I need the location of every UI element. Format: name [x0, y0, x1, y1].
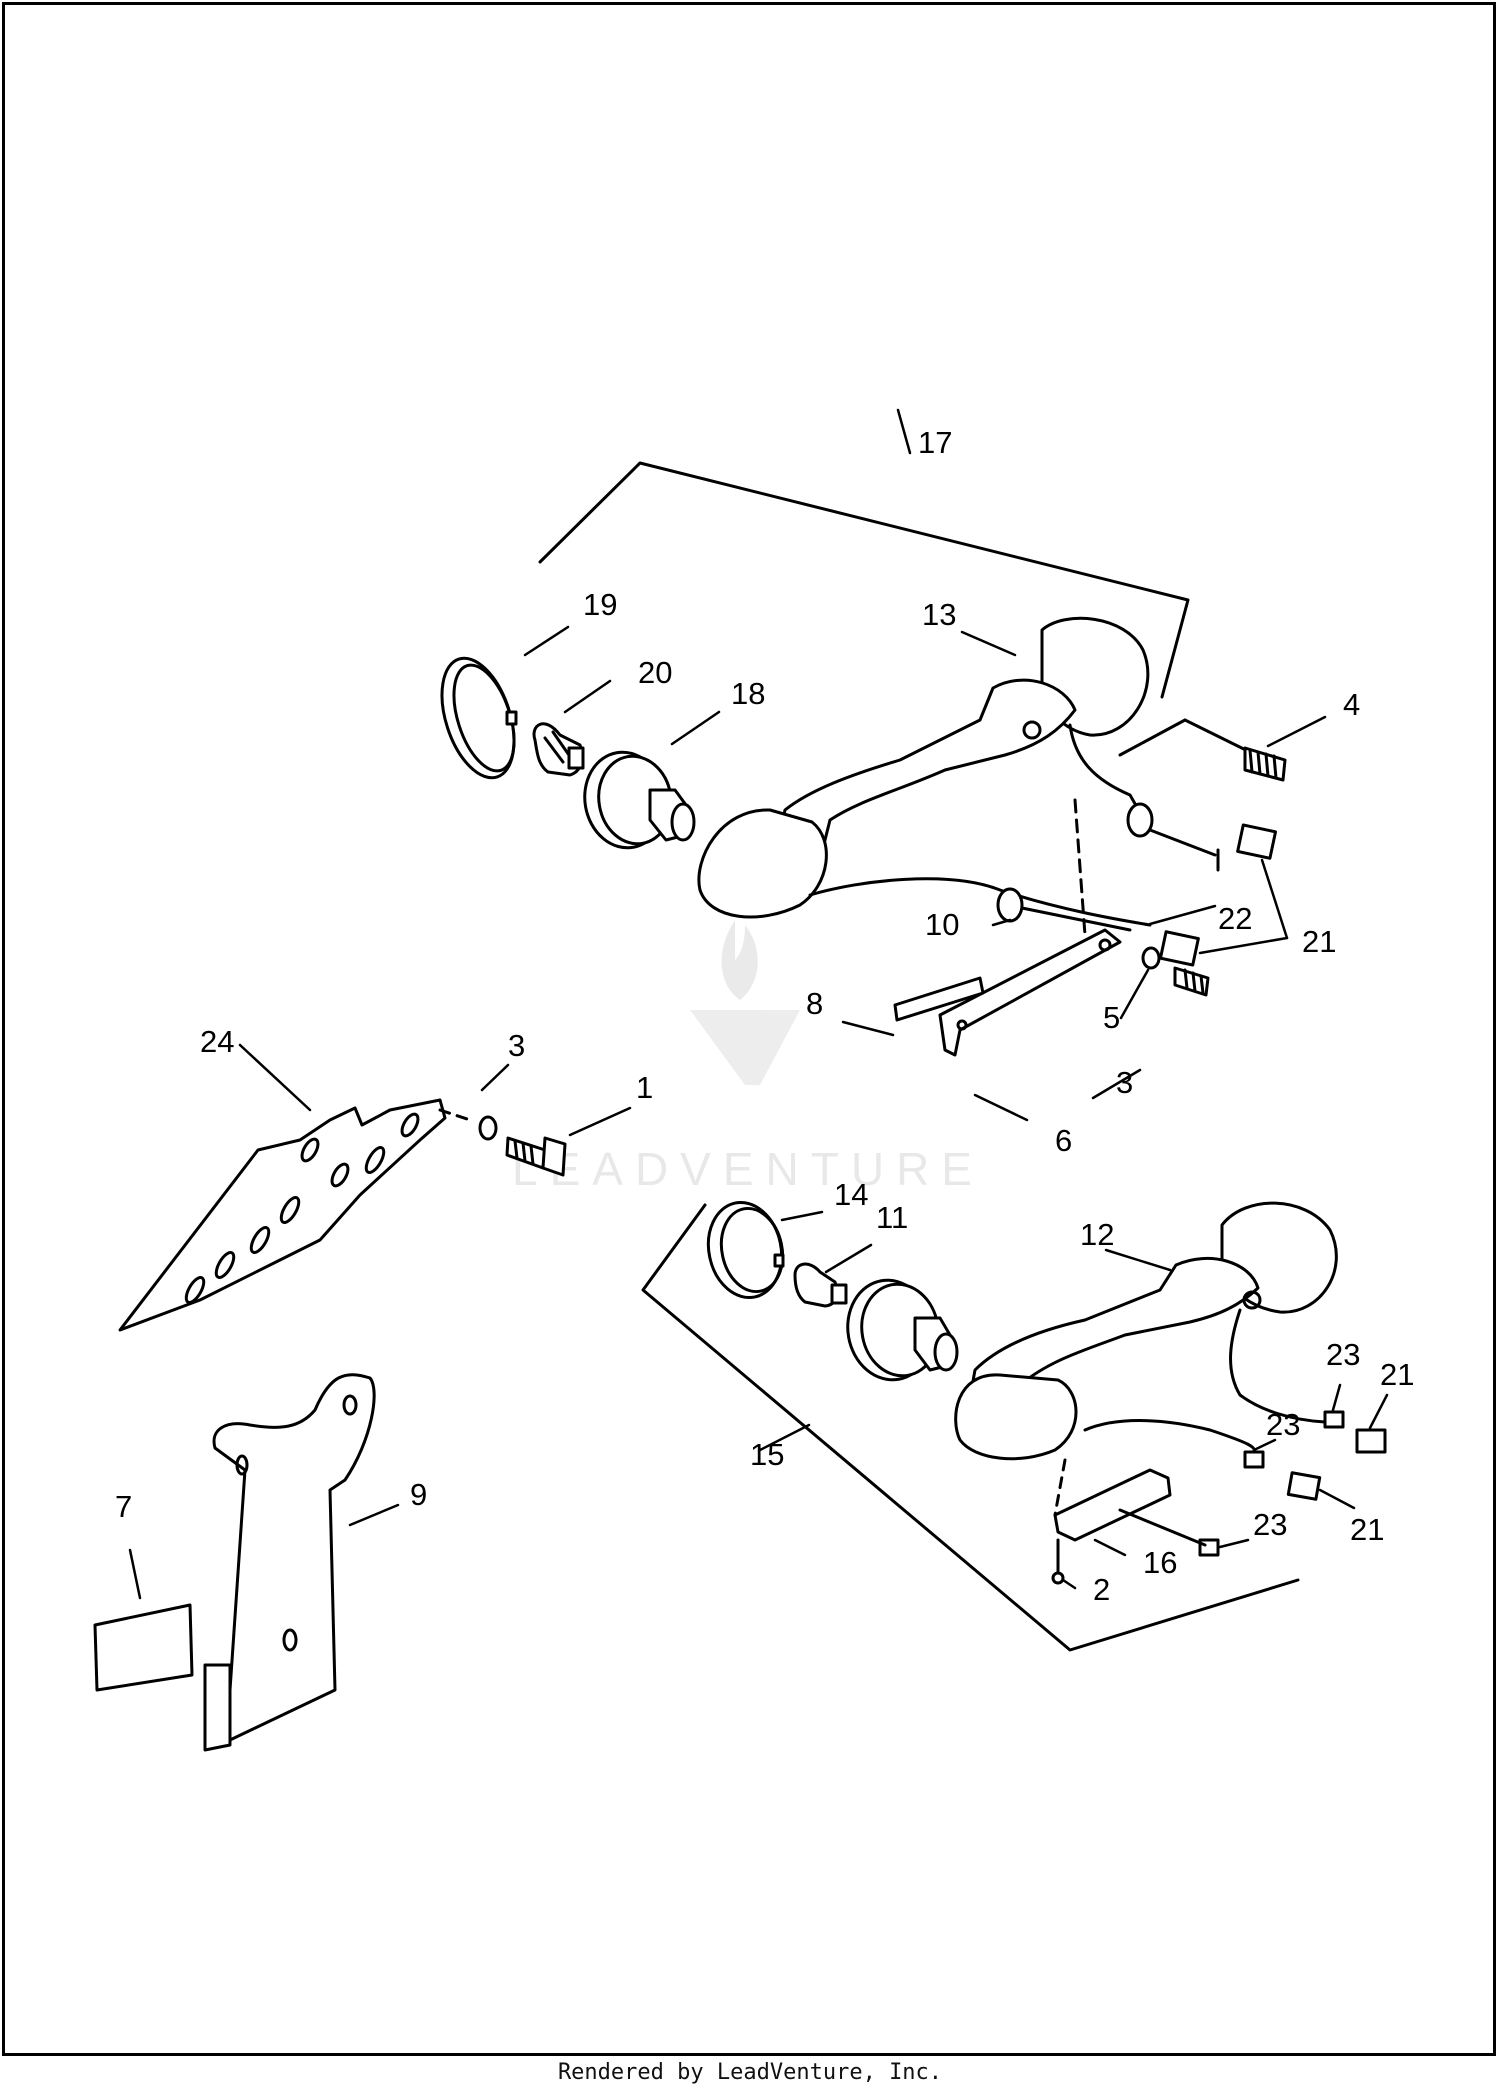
bulb-20-part [532, 722, 585, 777]
bulb-11-part [793, 1262, 848, 1308]
washer-5-part [1141, 946, 1161, 970]
callout-14: 14 [834, 1177, 868, 1212]
callout-7: 7 [115, 1489, 132, 1524]
connector-23-parts [1198, 1410, 1345, 1557]
callout-labels: 17 19 13 20 18 4 22 21 10 8 24 3 1 5 3 6… [115, 425, 1414, 1607]
callout-23-top: 23 [1326, 1337, 1360, 1372]
callout-18: 18 [731, 676, 765, 711]
upper-bracket-line-17 [538, 461, 1190, 699]
footer-credit: Rendered by LeadVenture, Inc. [557, 2060, 943, 2085]
mounting-plate-6-part [938, 798, 1122, 1057]
connector-21-upper-parts [1158, 823, 1278, 967]
callout-5: 5 [1103, 1000, 1120, 1035]
bracket-24-part [118, 1098, 472, 1332]
callout-16: 16 [1143, 1545, 1177, 1580]
callout-21-bottom: 21 [1350, 1512, 1384, 1547]
callout-20: 20 [638, 655, 672, 690]
callout-8: 8 [806, 986, 823, 1021]
callout-6: 6 [1055, 1123, 1072, 1158]
callout-9: 9 [410, 1477, 427, 1512]
lower-bracket-line-15 [641, 1203, 1300, 1652]
leadventure-watermark: LEADVENTURE [512, 920, 984, 1195]
socket-18-part [583, 750, 696, 850]
pad-8-part [893, 976, 985, 1022]
turn-signal-housing-12-part [954, 1201, 1338, 1461]
callout-22: 22 [1218, 901, 1252, 936]
callout-15: 15 [750, 1437, 784, 1472]
callout-2: 2 [1093, 1572, 1110, 1607]
lens-19-part [440, 656, 518, 780]
bolt-3-right-part [1173, 966, 1210, 997]
diagram-frame [2, 2, 1496, 2056]
callout-21-upper: 21 [1302, 924, 1336, 959]
pad-7-part [93, 1603, 194, 1692]
bolt-4-part [1243, 746, 1287, 782]
callout-10: 10 [925, 907, 959, 942]
turn-signal-housing-13-part [697, 616, 1264, 927]
callout-3-left: 3 [508, 1028, 525, 1063]
callout-11: 11 [876, 1200, 908, 1235]
callout-24: 24 [200, 1024, 234, 1059]
callout-13: 13 [922, 597, 956, 632]
washer-3-left-part [478, 1115, 498, 1141]
callout-1: 1 [636, 1070, 653, 1105]
lens-14-part [706, 1200, 785, 1300]
connector-21-lower-parts [1286, 1428, 1387, 1501]
callout-21-mid: 21 [1380, 1357, 1414, 1392]
callout-12: 12 [1080, 1217, 1114, 1252]
callout-3-right: 3 [1116, 1065, 1133, 1100]
grommet-10-part [996, 802, 1217, 932]
callout-17: 17 [918, 425, 952, 460]
module-16-part [1053, 1458, 1207, 1547]
bolt-1-part [505, 1136, 567, 1177]
callout-23-mid: 23 [1266, 1407, 1300, 1442]
callout-4: 4 [1343, 687, 1360, 722]
callout-19: 19 [583, 587, 617, 622]
leader-lines [128, 408, 1389, 1600]
bracket-9-part [203, 1373, 376, 1752]
screw-2-part [1051, 1538, 1065, 1585]
watermark-text: LEADVENTURE [512, 1143, 984, 1195]
callout-23-bottom: 23 [1253, 1507, 1287, 1542]
socket-lower-part [846, 1278, 959, 1382]
